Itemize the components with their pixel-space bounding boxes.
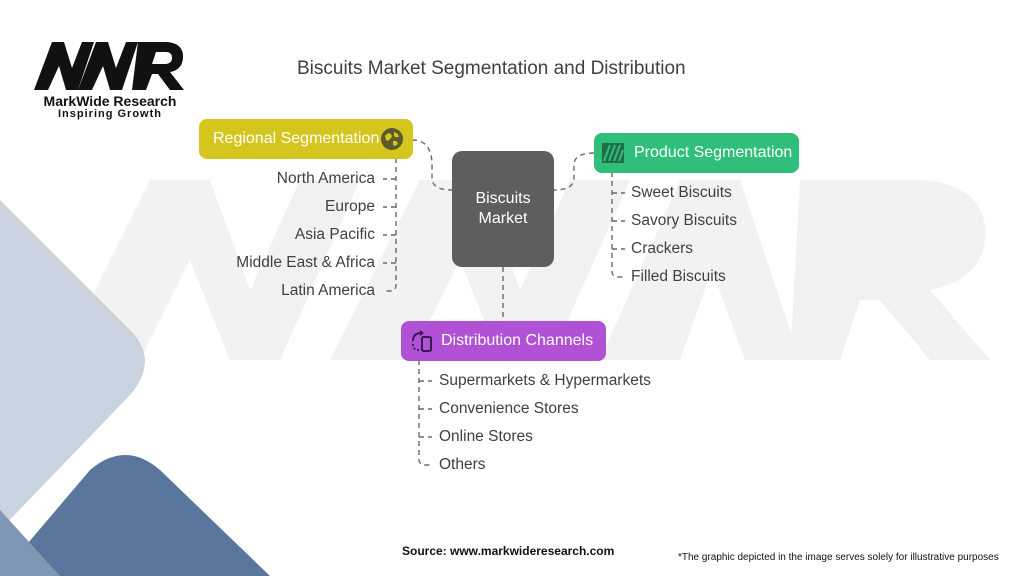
product-segmentation-node: Product Segmentation bbox=[594, 133, 799, 173]
bg-shape-dark-2 bbox=[0, 510, 60, 576]
regional-item: Latin America bbox=[281, 282, 375, 299]
watermark-logo bbox=[60, 180, 990, 360]
regional-segmentation-label: Regional Segmentation bbox=[213, 130, 380, 147]
phone-refresh-icon bbox=[409, 328, 435, 354]
regional-item: North America bbox=[276, 170, 375, 187]
page-title: Biscuits Market Segmentation and Distrib… bbox=[297, 58, 686, 79]
distribution-channels-label: Distribution Channels bbox=[441, 332, 594, 349]
bg-shape-light bbox=[0, 200, 145, 530]
disclaimer-footer: *The graphic depicted in the image serve… bbox=[678, 552, 999, 563]
product-segmentation-label: Product Segmentation bbox=[634, 144, 793, 161]
product-item: Crackers bbox=[631, 240, 694, 257]
distribution-item: Supermarkets & Hypermarkets bbox=[439, 372, 651, 389]
product-item: Filled Biscuits bbox=[631, 268, 726, 285]
brand-logo-mark bbox=[34, 42, 184, 90]
distribution-item: Convenience Stores bbox=[439, 400, 579, 417]
center-line-1: Biscuits bbox=[475, 190, 531, 207]
bg-shape-dark bbox=[0, 455, 270, 576]
regional-item: Middle East & Africa bbox=[236, 254, 375, 271]
regional-item: Europe bbox=[325, 198, 375, 215]
stripes-icon bbox=[600, 140, 626, 166]
globe-icon bbox=[379, 126, 405, 152]
brand-name: MarkWide Research bbox=[43, 93, 177, 109]
product-item: Sweet Biscuits bbox=[631, 184, 732, 201]
source-footer: Source: www.markwideresearch.com bbox=[402, 544, 615, 558]
center-node: Biscuits Market bbox=[452, 151, 554, 267]
product-item: Savory Biscuits bbox=[631, 212, 737, 229]
regional-item: Asia Pacific bbox=[294, 226, 375, 243]
center-line-2: Market bbox=[478, 210, 528, 227]
distribution-item: Online Stores bbox=[439, 428, 533, 445]
distribution-item: Others bbox=[439, 456, 486, 473]
regional-segmentation-node: Regional Segmentation bbox=[199, 119, 413, 159]
brand-tagline: Inspiring Growth bbox=[58, 108, 162, 120]
distribution-channels-node: Distribution Channels bbox=[401, 321, 606, 361]
